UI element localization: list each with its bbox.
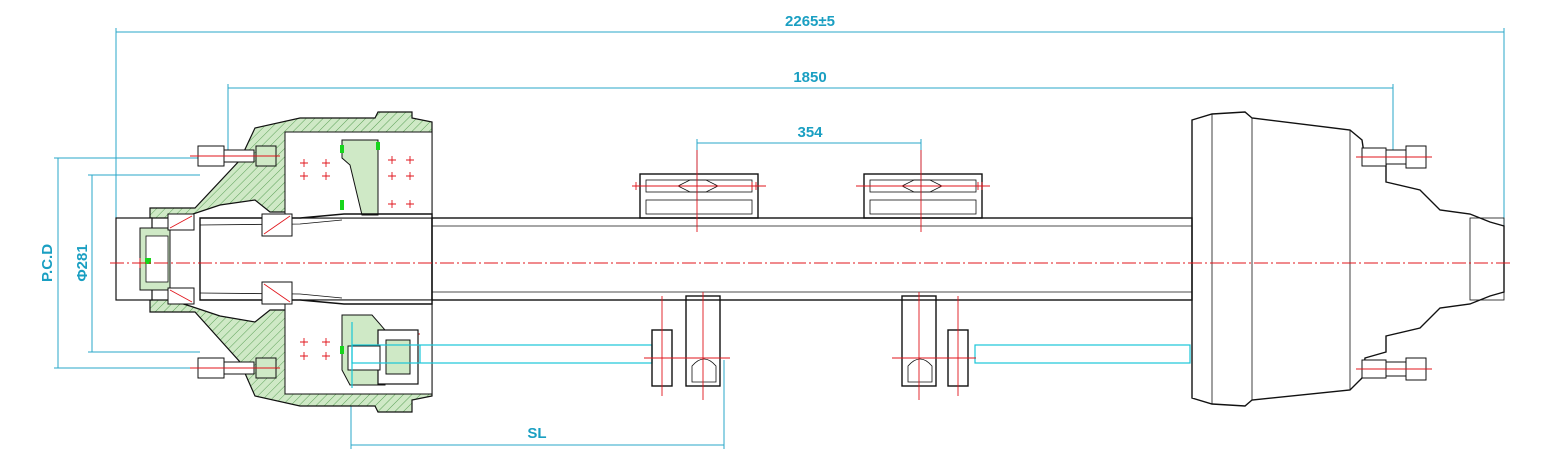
left-stud-top-icon <box>190 145 280 167</box>
dimension-phi281: Φ281 <box>74 174 200 353</box>
right-stud-bottom-icon <box>1356 357 1432 381</box>
camshaft-right <box>974 344 1191 364</box>
dimension-pcd: P.C.D <box>39 157 218 369</box>
dimension-spring-center: 354 <box>696 124 922 200</box>
phi281-label: Φ281 <box>74 244 91 281</box>
track-label: 1850 <box>793 69 826 86</box>
bearing-outer-icon <box>167 213 195 305</box>
chamber-bracket-right <box>892 292 976 400</box>
spring-seat-right <box>856 150 990 232</box>
spring-seat-left <box>632 150 766 232</box>
overall-length-label: 2265±5 <box>785 13 835 30</box>
axle-beam <box>431 217 1193 301</box>
left-stud-bottom-icon <box>190 357 280 379</box>
pcd-label: P.C.D <box>39 244 56 282</box>
dimension-overall: 2265±5 <box>115 13 1505 250</box>
right-hub <box>1191 111 1505 407</box>
chamber-bracket-left <box>644 292 730 400</box>
right-stud-top-icon <box>1356 145 1432 169</box>
dimension-track: 1850 <box>227 69 1394 160</box>
left-slack-adjuster-icon <box>347 329 419 385</box>
sl-label: SL <box>527 425 546 442</box>
bearing-inner-icon <box>261 213 293 305</box>
spring-center-label: 354 <box>797 124 823 141</box>
